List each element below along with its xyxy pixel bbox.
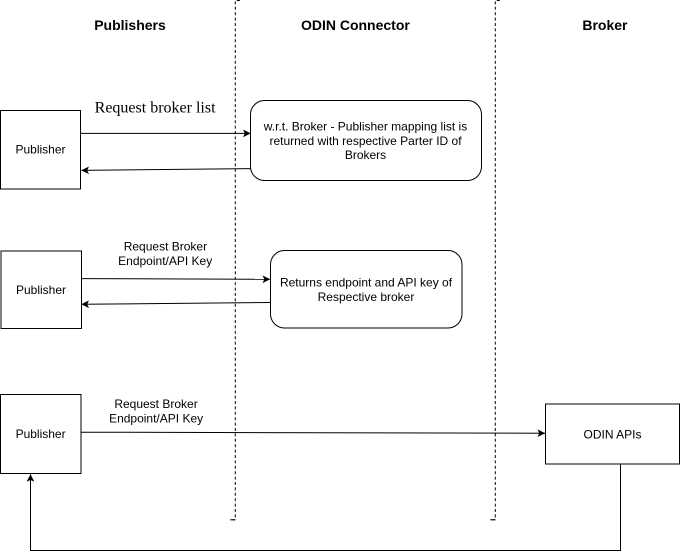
svg-text:Request Broker: Request Broker	[124, 240, 207, 254]
svg-text:w.r.t. Broker - Publisher mapp: w.r.t. Broker - Publisher mapping list i…	[263, 119, 467, 133]
svg-text:Request broker list: Request broker list	[95, 99, 216, 116]
svg-text:Publisher: Publisher	[16, 427, 66, 441]
svg-text:Returns endpoint and API key o: Returns endpoint and API key of	[280, 275, 453, 289]
svg-text:Endpoint/API Key: Endpoint/API Key	[118, 254, 212, 268]
svg-text:Brokers: Brokers	[345, 148, 386, 162]
svg-text:returned with respective Parte: returned with respective Parter ID of	[269, 134, 462, 148]
svg-text:Endpoint/API Key: Endpoint/API Key	[109, 411, 203, 425]
svg-text:ODIN Connector: ODIN Connector	[301, 17, 410, 33]
svg-text:Publisher: Publisher	[16, 283, 66, 297]
svg-text:Respective broker: Respective broker	[318, 290, 415, 304]
svg-text:ODIN APIs: ODIN APIs	[583, 427, 641, 441]
svg-text:Publisher: Publisher	[15, 142, 65, 156]
svg-text:Broker: Broker	[582, 17, 628, 33]
svg-text:Request Broker: Request Broker	[114, 397, 197, 411]
svg-text:Publishers: Publishers	[94, 17, 166, 33]
